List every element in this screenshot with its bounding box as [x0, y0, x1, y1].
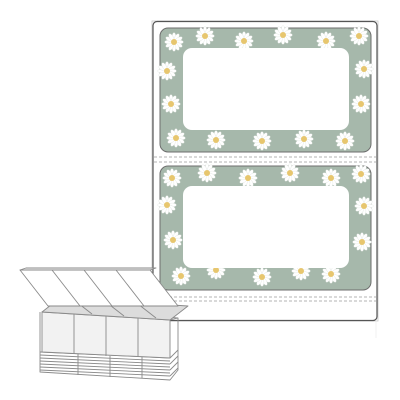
stack-layers	[39, 312, 179, 381]
label-top	[157, 25, 374, 153]
sheet-reflection	[155, 322, 377, 338]
fanfold-stack-icon	[19, 267, 189, 381]
label-bottom	[157, 163, 374, 291]
